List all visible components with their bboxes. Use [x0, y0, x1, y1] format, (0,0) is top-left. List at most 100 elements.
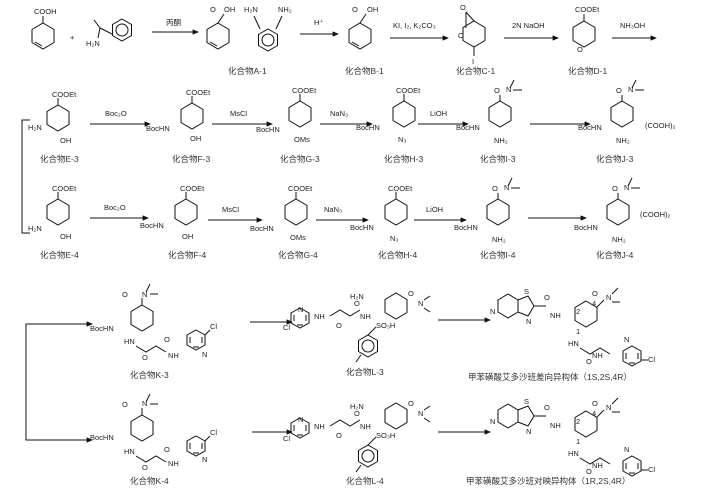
stereo-1-p2: 1: [576, 437, 580, 446]
reagent-lioh-2: LiOH: [426, 205, 443, 214]
oh-label-f4: OH: [182, 232, 193, 241]
hn-label-k3: HN: [124, 337, 135, 346]
plus-sign: +: [70, 33, 75, 42]
label-c1: 化合物C-1: [456, 66, 495, 76]
label-f4: 化合物F-4: [168, 250, 207, 260]
stereo-4-p1: 4: [592, 299, 596, 308]
n3-label-h4: N₃: [390, 234, 398, 243]
bochn-label-j3: BocHN: [578, 123, 602, 132]
label-k3: 化合物K-3: [130, 370, 169, 380]
cyclohexene-carboxylic-acid: COOH: [31, 7, 57, 50]
compound-j4-structure: O N BocHN NH₂ (COOH)₂: [574, 177, 670, 244]
s-label-p1: S: [524, 287, 529, 296]
hn-label-k4: HN: [124, 447, 135, 456]
label-l3: 化合物L-3: [346, 367, 384, 377]
h2n-label-e4: H₂N: [28, 224, 42, 233]
cooet-label-f4: COOEt: [180, 184, 205, 193]
n-label-j4: N: [624, 183, 629, 192]
n-label-i4: N: [504, 183, 509, 192]
label-g4: 化合物G-4: [278, 250, 318, 260]
cooet-label-f3: COOEt: [186, 88, 211, 97]
n-label-k3: N: [142, 290, 147, 299]
n-label-k4-pyr: N: [202, 455, 207, 464]
n-label-p2b: N: [526, 427, 531, 436]
label-l4: 化合物L-4: [346, 476, 384, 486]
o-label-k4: O: [122, 400, 128, 409]
reagent-mscl-1: MsCl: [230, 109, 247, 118]
label-b1: 化合物B-1: [345, 66, 384, 76]
reagent-mscl-2: MsCl: [222, 205, 239, 214]
bracket-e3-e4: [21, 119, 30, 234]
label-h3: 化合物H-3: [384, 154, 423, 164]
reagent-lioh-1: LiOH: [430, 109, 447, 118]
bochn-label-h4: BocHN: [350, 223, 374, 232]
row-3: COOEt H₂N OH 化合物E-4 Boc₂O COOEt BocHN OH…: [28, 177, 670, 260]
nh2-label-j3: NH₂: [616, 136, 630, 145]
compound-f4-structure: COOEt BocHN OH: [140, 184, 205, 241]
row-1: COOH + H₂N 丙酮 OH O H₂N NH₂ 化合物A-1 H⁺: [31, 3, 657, 76]
cooet-label-g3: COOEt: [292, 86, 317, 95]
hn-label-p1: HN: [568, 339, 579, 348]
so3h-label-l4: SO₃H: [376, 431, 395, 440]
bochn-label-h3: BocHN: [356, 123, 380, 132]
stereo-2-p1: 2: [576, 307, 580, 316]
o2-label-p2: O: [592, 399, 598, 408]
bochn-label-i4: BocHN: [454, 223, 478, 232]
bochn-label-k4: BocHN: [90, 433, 114, 442]
compound-f3-structure: COOEt BocHN OH: [146, 88, 211, 143]
bochn-label-f4: BocHN: [140, 221, 164, 230]
oh-label-f3: OH: [190, 134, 201, 143]
cooet-label-h4: COOEt: [388, 184, 413, 193]
cooet-label-h3: COOEt: [396, 86, 421, 95]
n-label-p2c: N: [606, 403, 611, 412]
label-g3: 化合物G-3: [280, 154, 320, 164]
label-e3: 化合物E-3: [40, 154, 79, 164]
n-label-p1c: N: [606, 293, 611, 302]
nh-label-l4b: NH: [360, 422, 371, 431]
n-label-l4: N: [298, 415, 303, 424]
compound-h3-structure: COOEt BocHN N₃: [356, 86, 421, 144]
oh-label-e3: OH: [60, 136, 71, 145]
h2n-label-l4: H₂N: [350, 402, 364, 411]
cooh2-label-j4: (COOH)₂: [640, 210, 670, 219]
compound-j3-structure: O N BocHN NH₂ (COOH)₂: [578, 79, 675, 145]
compound-e4-structure: COOEt H₂N OH: [28, 184, 77, 241]
o-label-l3a: O: [336, 321, 342, 330]
compound-g3-structure: COOEt BocHN OMs: [256, 86, 317, 144]
o-label-b1: O: [352, 5, 358, 14]
label-h4: 化合物H-4: [378, 250, 417, 260]
bochn-label-f3: BocHN: [146, 124, 170, 133]
compound-b1-structure: OH O: [348, 5, 378, 50]
o-label-p1: O: [544, 293, 550, 302]
oms-label-g4: OMs: [290, 233, 306, 242]
stereo-2-p2: 2: [576, 417, 580, 426]
cooet-label-d1: COOEt: [575, 5, 600, 14]
bochn-label-i3: BocHN: [456, 123, 480, 132]
o-label-i4: O: [492, 184, 498, 193]
o2-label-p1b: O: [586, 357, 592, 366]
nh-label-l3b: NH: [360, 312, 371, 321]
nh2-label-i3: NH₂: [494, 136, 508, 145]
label-d1: 化合物D-1: [568, 66, 607, 76]
n-label-k3-pyr: N: [202, 350, 207, 359]
reagent-nh3oh: NH₃OH: [620, 21, 645, 30]
reagent-boc2o-2: Boc₂O: [104, 203, 126, 212]
compound-p1-structure: N S N O NH 2 4 1 O N HN O NH N Cl: [490, 287, 655, 367]
o-label-l4b: O: [354, 409, 360, 418]
cooh2-label-j3: (COOH)₂: [645, 121, 675, 130]
o2-label-k3b: O: [164, 335, 170, 344]
cl-label-p2: Cl: [648, 465, 655, 474]
o-label-k3: O: [122, 290, 128, 299]
o2-label-l4: O: [408, 399, 414, 408]
hn-label-p2: HN: [568, 449, 579, 458]
cl-label-l3: Cl: [283, 323, 290, 332]
compound-d1-structure: COOEt O: [572, 5, 600, 54]
row-5: O N BocHN HN O O NH N Cl 化合物K-4 Cl N NH …: [90, 393, 655, 486]
cooet-label-e4: COOEt: [52, 184, 77, 193]
label-e4: 化合物E-4: [40, 250, 79, 260]
bochn-label-k3: BocHN: [90, 324, 114, 333]
n-label-p2-pyr: N: [624, 445, 629, 454]
compound-l3-structure: Cl N NH O O NH H₂N O N SO₃H: [283, 289, 431, 363]
label-i3: 化合物I-3: [480, 154, 516, 164]
